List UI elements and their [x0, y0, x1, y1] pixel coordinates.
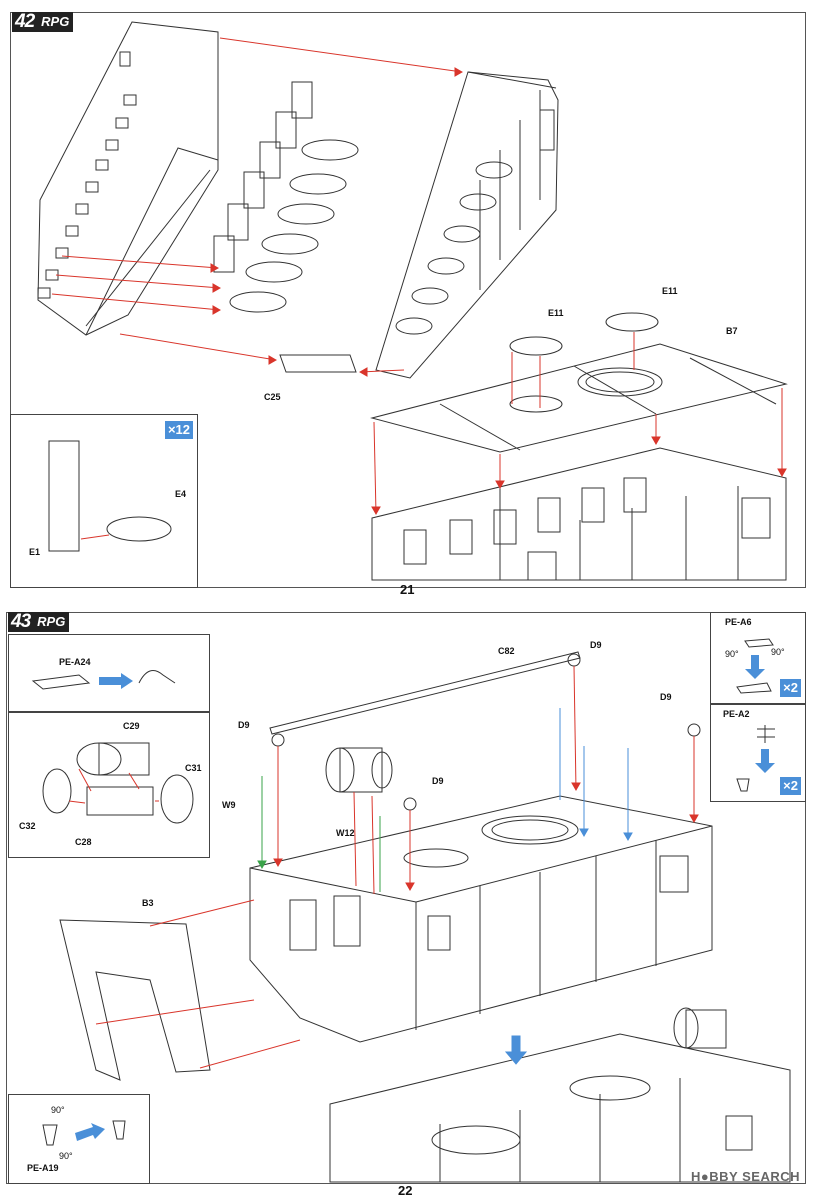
label-pe-a24: PE-A24: [59, 657, 91, 667]
lower-hull: [371, 447, 787, 581]
inset-pe-a24: PE-A24: [8, 634, 210, 712]
multiplier-a6: ×2: [780, 679, 801, 697]
page-21: 42 RPG: [10, 11, 806, 597]
brand-logo: RPG: [37, 12, 74, 32]
label-b7: B7: [726, 326, 738, 336]
inset-pe-a6: PE-A6 90° 90° ×2: [710, 612, 806, 704]
part-c82: [269, 651, 581, 735]
pe-a2-drawing: [736, 725, 775, 792]
seats-row-right: [395, 161, 513, 335]
label-d9-mid: D9: [432, 776, 444, 786]
step43-badge: 43 RPG: [8, 612, 70, 632]
angle-a6-right: 90°: [771, 647, 785, 657]
seats-lower: [403, 477, 647, 565]
angle-a19-top: 90°: [51, 1105, 65, 1115]
wall-brackets: [37, 94, 137, 299]
step42-drawing: [37, 21, 788, 581]
label-d9-top: D9: [590, 640, 602, 650]
roof-b7: [370, 343, 788, 453]
multiplier-x12: ×12: [164, 421, 193, 439]
label-e11-right: E11: [662, 286, 678, 296]
step42-badge: 42 RPG: [12, 12, 74, 32]
guide-lines: [95, 665, 699, 1069]
inset-seat-drawing: [48, 440, 172, 552]
label-d9-left: D9: [238, 720, 250, 730]
right-wall-panel: [375, 71, 559, 379]
label-e1: E1: [29, 547, 41, 557]
step43-drawing: [59, 651, 791, 1183]
label-d9-right: D9: [660, 692, 672, 702]
label-c29: C29: [123, 721, 140, 731]
page-number-21: 21: [400, 582, 415, 597]
barrel-part: [325, 747, 393, 793]
inset-c28-c32: C29 C31 C32 C28: [8, 712, 210, 858]
pe-a24-drawing: [31, 670, 176, 690]
label-w12: W12: [336, 828, 355, 838]
part-b3: [59, 919, 211, 1081]
label-e4: E4: [175, 489, 187, 499]
seats-row-left: [213, 81, 359, 313]
page-22: 43 RPG PE-A24 C29 C31 C32 C28 90° 90°: [0, 600, 814, 1200]
angle-a19-bottom: 90°: [59, 1151, 73, 1161]
label-e11-left: E11: [548, 308, 564, 318]
label-c31: C31: [185, 763, 202, 773]
brand-logo: RPG: [33, 612, 70, 632]
wall-hatch: [119, 51, 131, 67]
pe-a6-drawing: [736, 638, 774, 694]
label-pe-a6: PE-A6: [725, 617, 752, 627]
c28-assembly-drawing: [42, 742, 194, 824]
label-c25: C25: [264, 392, 281, 402]
label-pe-a2: PE-A2: [723, 709, 750, 719]
label-b3: B3: [142, 898, 154, 908]
watermark-text: H●BBY SEARCH: [691, 1169, 800, 1184]
inset-pe-a2: PE-A2 ×2: [710, 704, 806, 802]
step-number: 42: [12, 12, 38, 32]
angle-a6-left: 90°: [725, 649, 739, 659]
red-arrows: [51, 37, 787, 516]
part-c25: [279, 354, 357, 373]
hull-body: [249, 795, 713, 1043]
inset-pe-a19: 90° 90° PE-A19: [8, 1094, 150, 1184]
page-number-22: 22: [398, 1183, 413, 1198]
interior-seats: [289, 895, 361, 951]
label-w9: W9: [222, 800, 236, 810]
right-wall-hatch: [539, 109, 555, 151]
pe-a19-drawing: [42, 1120, 126, 1146]
label-c82: C82: [498, 646, 515, 656]
label-pe-a19: PE-A19: [27, 1163, 59, 1173]
label-c32: C32: [19, 821, 36, 831]
assembled-hull: [329, 1033, 791, 1183]
watermark: H●BBY SEARCH: [691, 1169, 800, 1184]
step-number: 43: [8, 612, 34, 632]
label-c28: C28: [75, 837, 92, 847]
inset-seat-x12: ×12 E4 E1: [10, 414, 198, 588]
left-wall-panel: [37, 21, 219, 336]
multiplier-a2: ×2: [780, 777, 801, 795]
